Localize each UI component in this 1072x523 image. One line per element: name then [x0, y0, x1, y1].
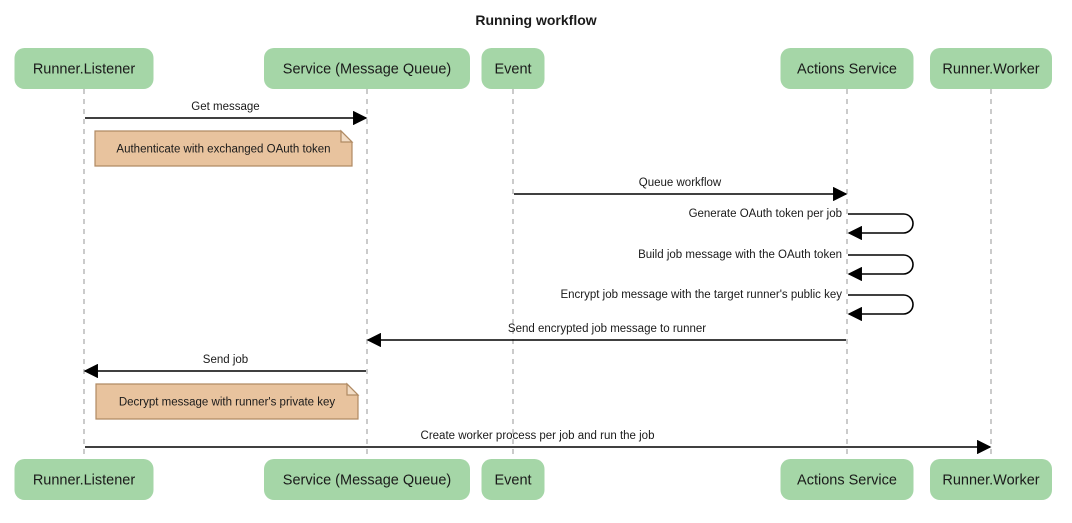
- message-m1[interactable]: Get message: [85, 101, 368, 126]
- message-label: Generate OAuth token per job: [689, 208, 842, 220]
- note-label: Authenticate with exchanged OAuth token: [116, 144, 330, 156]
- message-m3[interactable]: Generate OAuth token per job: [689, 208, 914, 241]
- participant-label: Runner.Listener: [33, 61, 136, 77]
- participant-service-bottom[interactable]: Service (Message Queue): [264, 459, 470, 500]
- participant-service-top[interactable]: Service (Message Queue): [264, 48, 470, 89]
- message-m4[interactable]: Build job message with the OAuth token: [638, 249, 914, 282]
- note-fold-corner: [340, 129, 354, 143]
- participant-box: [14, 459, 154, 500]
- participant-label: Actions Service: [797, 61, 897, 77]
- message-m2[interactable]: Queue workflow: [514, 177, 848, 202]
- diagram-title: Running workflow: [475, 12, 596, 28]
- participant-actions-top[interactable]: Actions Service: [780, 48, 914, 89]
- message-arrow-self: [847, 294, 914, 322]
- message-arrow-self: [847, 213, 914, 241]
- participant-label: Actions Service: [797, 472, 897, 488]
- participant-box: [481, 48, 545, 89]
- participant-label: Runner.Worker: [942, 61, 1039, 77]
- participant-box: [930, 459, 1052, 500]
- participant-actions-bottom[interactable]: Actions Service: [780, 459, 914, 500]
- participant-label: Service (Message Queue): [283, 61, 451, 77]
- lifelines-layer: [83, 89, 992, 459]
- message-m8[interactable]: Create worker process per job and run th…: [85, 430, 992, 455]
- participant-event-top[interactable]: Event: [481, 48, 545, 89]
- message-m6[interactable]: Send encrypted job message to runner: [366, 323, 846, 348]
- note-body: [94, 130, 353, 167]
- message-m7[interactable]: Send job: [83, 354, 366, 379]
- message-label: Send encrypted job message to runner: [508, 323, 706, 335]
- message-label: Queue workflow: [639, 177, 722, 189]
- note-n2[interactable]: Decrypt message with runner's private ke…: [95, 382, 360, 420]
- participant-box: [481, 459, 545, 500]
- note-n1[interactable]: Authenticate with exchanged OAuth token: [94, 129, 354, 167]
- participant-box: [780, 459, 914, 500]
- note-fold-corner: [346, 382, 360, 396]
- notes-layer: Authenticate with exchanged OAuth tokenD…: [94, 129, 360, 420]
- participant-label: Runner.Worker: [942, 472, 1039, 488]
- message-label: Encrypt job message with the target runn…: [560, 289, 842, 301]
- note-body: [95, 383, 359, 420]
- participant-listener-top[interactable]: Runner.Listener: [14, 48, 154, 89]
- participant-listener-bottom[interactable]: Runner.Listener: [14, 459, 154, 500]
- participant-box: [264, 459, 470, 500]
- message-label: Send job: [203, 354, 248, 366]
- message-label: Get message: [191, 101, 259, 113]
- participant-event-bottom[interactable]: Event: [481, 459, 545, 500]
- participant-box: [930, 48, 1052, 89]
- message-label: Build job message with the OAuth token: [638, 249, 842, 261]
- participant-label: Runner.Listener: [33, 472, 136, 488]
- participant-worker-bottom[interactable]: Runner.Worker: [930, 459, 1052, 500]
- message-label: Create worker process per job and run th…: [421, 430, 655, 442]
- participant-label: Event: [494, 472, 531, 488]
- participant-worker-top[interactable]: Runner.Worker: [930, 48, 1052, 89]
- participant-label: Service (Message Queue): [283, 472, 451, 488]
- note-label: Decrypt message with runner's private ke…: [119, 397, 336, 409]
- message-arrow-self: [847, 254, 914, 282]
- participant-box: [780, 48, 914, 89]
- participant-box: [264, 48, 470, 89]
- participant-box: [14, 48, 154, 89]
- message-m5[interactable]: Encrypt job message with the target runn…: [560, 289, 914, 322]
- diagram-title-layer: Running workflow: [475, 12, 596, 28]
- participant-label: Event: [494, 61, 531, 77]
